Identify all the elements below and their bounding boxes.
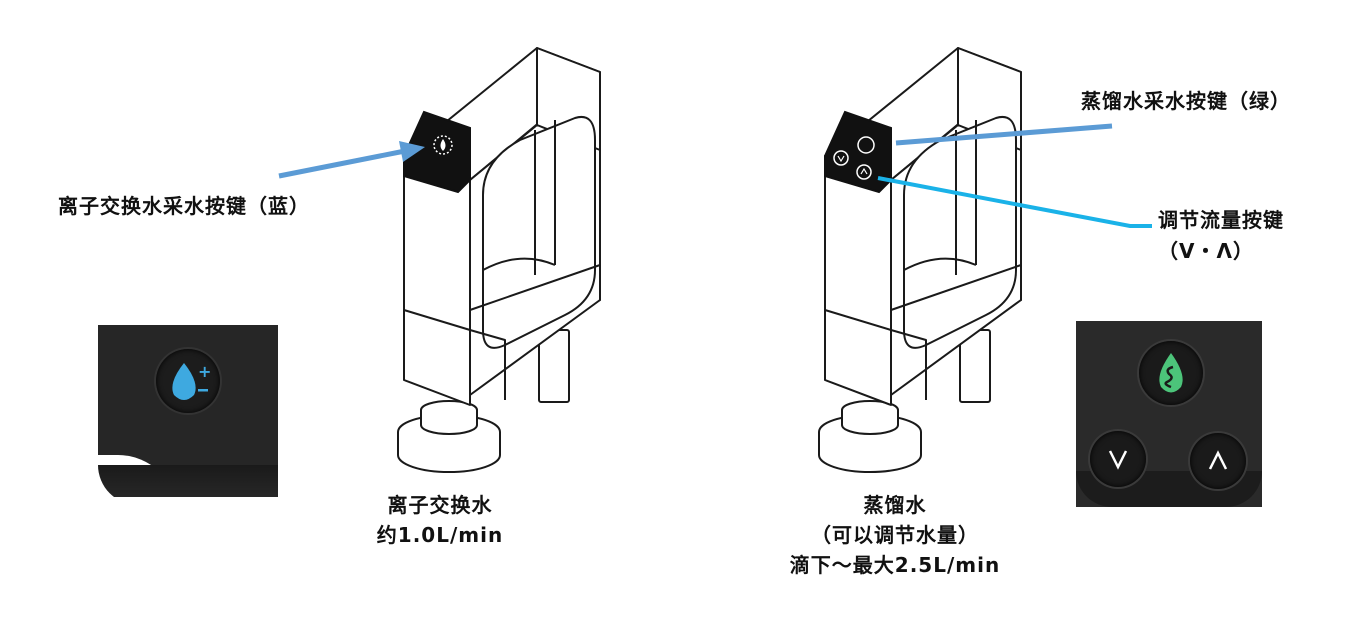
distilled-drop-button[interactable] — [1139, 341, 1203, 405]
ion-button-callout-label: 离子交换水采水按键（蓝） — [58, 194, 310, 218]
ion-caption-title: 离子交换水 — [387, 493, 493, 517]
chevron-up-icon — [1208, 450, 1228, 470]
ion-button-photo: + — [98, 325, 278, 497]
flow-button-callout-sub: （V・Λ） — [1158, 239, 1254, 263]
flow-button-callout-label: 调节流量按键 — [1158, 208, 1284, 232]
distilled-caption-rate: 滴下～最大2.5L/min — [789, 553, 1001, 577]
flow-up-button[interactable] — [1190, 433, 1246, 489]
green-drop-icon — [1159, 353, 1183, 393]
flow-down-button[interactable] — [1090, 431, 1146, 487]
distilled-button-photo — [1076, 321, 1262, 507]
distilled-caption-title: 蒸馏水 — [863, 493, 927, 517]
svg-text:+: + — [198, 362, 211, 381]
distilled-caption-note: （可以调节水量） — [811, 523, 979, 547]
distilled-caption: 蒸馏水 （可以调节水量） 滴下～最大2.5L/min — [760, 490, 1030, 580]
distilled-button-callout-label: 蒸馏水采水按键（绿） — [1081, 89, 1291, 113]
ion-caption-rate: 约1.0L/min — [376, 523, 504, 547]
ion-drop-button[interactable]: + — [156, 349, 220, 413]
chevron-down-icon — [1108, 450, 1128, 470]
ion-caption: 离子交换水 约1.0L/min — [340, 490, 540, 550]
water-drop-icon: + — [172, 362, 211, 400]
